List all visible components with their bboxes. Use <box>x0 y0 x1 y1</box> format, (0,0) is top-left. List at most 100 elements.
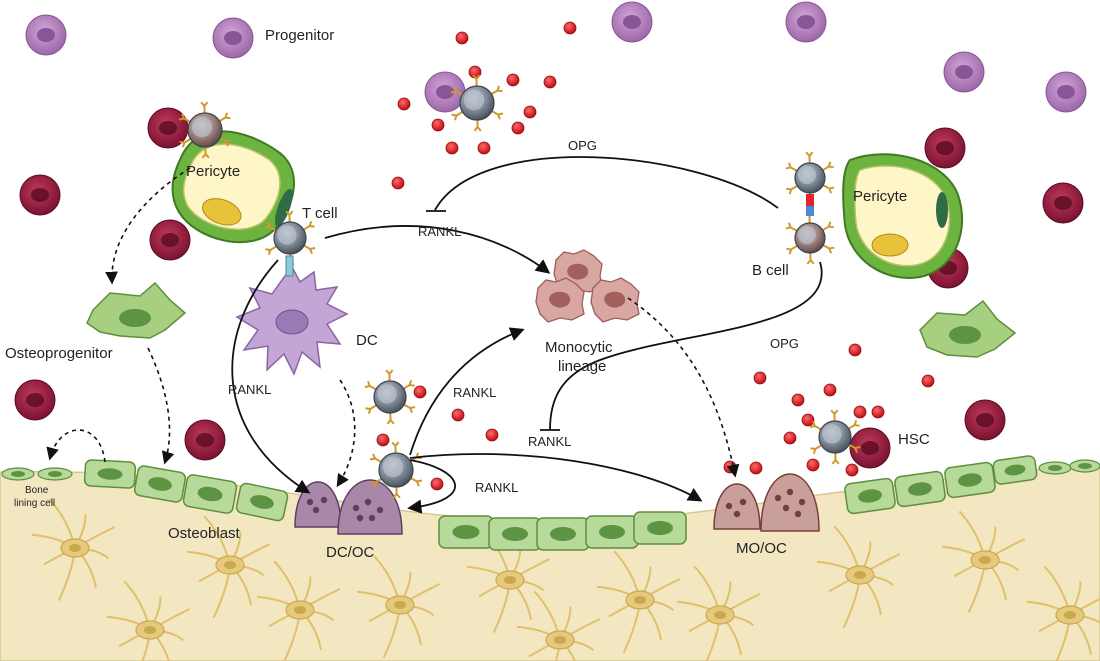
osteocyte-network <box>31 498 1100 661</box>
dendritic-cell <box>235 265 349 376</box>
progenitor-cell <box>424 71 466 113</box>
differentiation-arrows <box>46 167 740 488</box>
label-progenitor: Progenitor <box>265 27 334 44</box>
rankl-dot <box>523 105 537 119</box>
hsc-lymphocyte <box>809 409 861 465</box>
label-opg-top: OPG <box>568 138 597 153</box>
rankl-dot <box>563 21 577 35</box>
red-blood-cells <box>14 107 1084 469</box>
bone-lining-cell <box>1 467 35 481</box>
red-blood-cell <box>149 219 191 261</box>
osteoblast <box>83 459 137 489</box>
osteoblast <box>438 515 494 549</box>
rankl-dot <box>791 393 805 407</box>
progenitor-cell <box>212 17 254 59</box>
red-blood-cell <box>147 107 189 149</box>
osteocyte <box>356 555 441 658</box>
monocyte <box>535 277 585 323</box>
osteocyte <box>31 498 116 601</box>
rankl-dot <box>921 374 935 388</box>
progenitor-cell <box>611 1 653 43</box>
rankl-dot <box>485 428 499 442</box>
pathway-arrows <box>231 156 823 514</box>
progenitor-cell <box>1045 71 1087 113</box>
rankl-dot <box>413 385 427 399</box>
t-cell <box>264 210 316 266</box>
rankl-dot <box>783 431 797 445</box>
rankl-dot <box>397 97 411 111</box>
label-rankl-top: RANKL <box>418 224 461 239</box>
rankl-dot <box>848 343 862 357</box>
monocytic-lineage-cells <box>535 249 640 323</box>
progenitor-cell <box>25 14 67 56</box>
rankl-dot <box>391 176 405 190</box>
bone-lining-cell <box>1038 461 1072 475</box>
osteoblast <box>585 515 639 549</box>
synapse-bridge <box>806 194 814 206</box>
osteoclast <box>337 479 403 535</box>
progenitor-cell <box>785 1 827 43</box>
label-pericyte-left: Pericyte <box>186 163 240 180</box>
rankl-dot <box>430 477 444 491</box>
osteoclast <box>760 473 820 532</box>
label-bone-lining-1: Bone <box>25 485 49 496</box>
osteoprogenitor-cell-right <box>919 299 1017 358</box>
osteoblast <box>633 511 687 545</box>
rankl-dot <box>753 371 767 385</box>
rankl-dot <box>871 405 885 419</box>
osteoblast <box>133 465 187 503</box>
label-rankl-bottom-center: RANKL <box>528 434 571 449</box>
rankl-dot <box>477 141 491 155</box>
lymphocyte <box>369 441 423 499</box>
red-blood-cell <box>1042 182 1084 224</box>
osteoblast-layer <box>1 455 1100 551</box>
rankl-dot <box>806 458 820 472</box>
label-monocytic-2: lineage <box>558 358 606 375</box>
red-blood-cell <box>19 174 61 216</box>
label-pericyte-right: Pericyte <box>853 188 907 205</box>
osteoblast <box>844 477 896 515</box>
osteoblast <box>894 470 946 508</box>
label-rankl-center: RANKL <box>453 385 496 400</box>
progenitor-cell <box>943 51 985 93</box>
osteoblast <box>182 474 238 514</box>
red-blood-cell <box>924 127 966 169</box>
label-monocytic-1: Monocytic <box>545 339 613 356</box>
osteocyte <box>596 550 681 653</box>
label-t-cell: T cell <box>302 205 338 222</box>
rankl-dot <box>853 405 867 419</box>
label-hsc: HSC <box>898 431 930 448</box>
monocyte <box>590 277 640 323</box>
red-blood-cell <box>964 399 1006 441</box>
osteocyte <box>941 510 1026 613</box>
label-mo-oc: MO/OC <box>736 540 787 557</box>
osteocyte <box>106 580 191 661</box>
osteoblast <box>536 517 590 551</box>
rankl-dot <box>749 461 763 475</box>
label-dc: DC <box>356 332 378 349</box>
osteoblast <box>235 482 289 522</box>
red-blood-cell <box>184 419 226 461</box>
red-blood-cell <box>14 379 56 421</box>
lymphocyte <box>178 101 232 159</box>
osteocyte <box>1026 565 1100 661</box>
synapse-bridge <box>806 206 814 216</box>
osteoblast <box>992 455 1038 485</box>
label-bone-lining-2: lining cell <box>14 498 55 509</box>
b-cell <box>785 211 835 265</box>
osteocyte <box>676 565 761 661</box>
label-dc-oc: DC/OC <box>326 544 375 561</box>
osteoprogenitor-cell-left <box>86 281 187 339</box>
lymphocyte <box>364 369 416 425</box>
osteoclast <box>713 483 761 530</box>
rankl-dot <box>845 463 859 477</box>
rankl-dot <box>823 383 837 397</box>
rankl-dot <box>801 413 815 427</box>
label-opg-right: OPG <box>770 336 799 351</box>
osteocyte <box>816 525 901 628</box>
osteocyte <box>516 590 601 661</box>
osteoblast <box>944 461 996 499</box>
rankl-dot <box>506 73 520 87</box>
osteoblast <box>488 517 542 551</box>
